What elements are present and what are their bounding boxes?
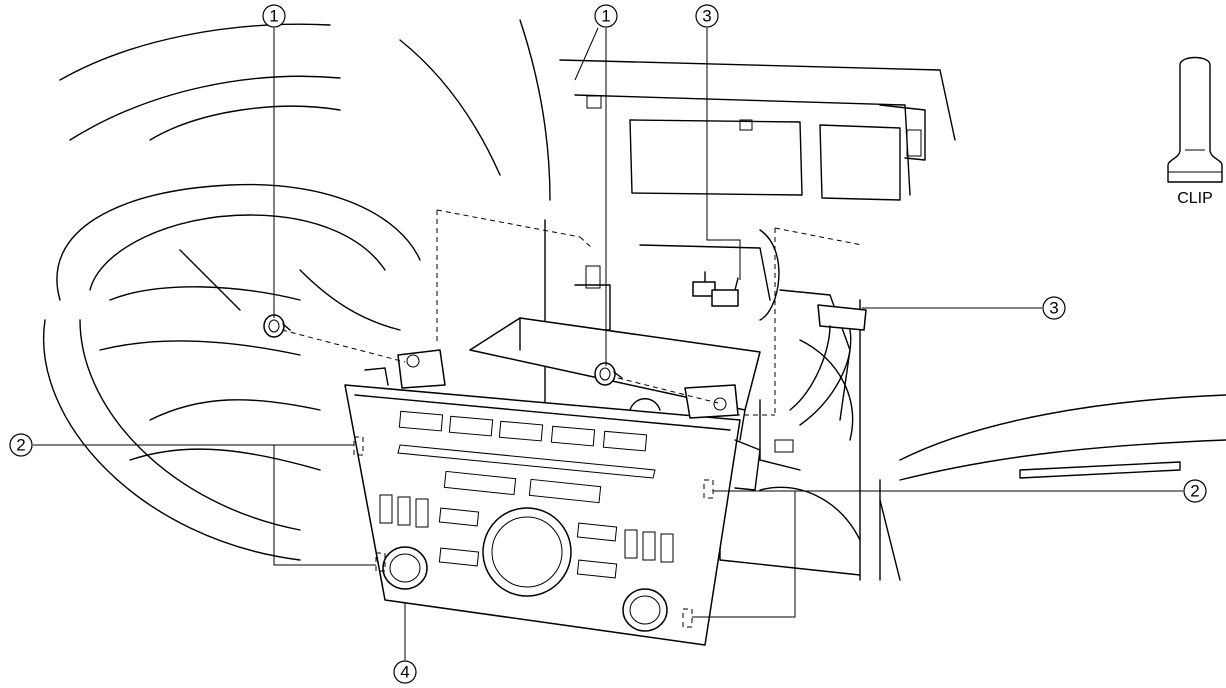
callout-3-top: 3: [695, 4, 719, 28]
callout-2-left: 2: [9, 433, 33, 457]
callout-3-right: 3: [1042, 296, 1066, 320]
callout-1-center-label: 1: [601, 7, 610, 26]
dashboard-outline: [59, 19, 1226, 581]
callout-2-right-label: 2: [1190, 482, 1199, 501]
clip-label: CLIP: [1177, 190, 1213, 207]
callout-4-label: 4: [400, 663, 409, 682]
screw-left: [263, 314, 291, 338]
alignment-lines: [281, 209, 863, 416]
connector-upper: [692, 271, 739, 307]
audio-unit: [344, 317, 761, 646]
callout-1-left-label: 1: [269, 7, 278, 26]
callout-1-left: 1: [262, 4, 286, 28]
callout-3-right-label: 3: [1049, 299, 1058, 318]
connector-right: [774, 304, 867, 453]
callout-4: 4: [393, 660, 417, 684]
steering-wheel: [42, 183, 421, 561]
screw-center: [594, 362, 623, 386]
leader-lines: [33, 27, 1183, 660]
callout-2-left-label: 2: [16, 436, 25, 455]
callout-2-right: 2: [1183, 479, 1207, 503]
callout-1-center: 1: [594, 4, 618, 28]
callout-3-top-label: 3: [702, 7, 711, 26]
clip-icon: [1167, 56, 1223, 183]
